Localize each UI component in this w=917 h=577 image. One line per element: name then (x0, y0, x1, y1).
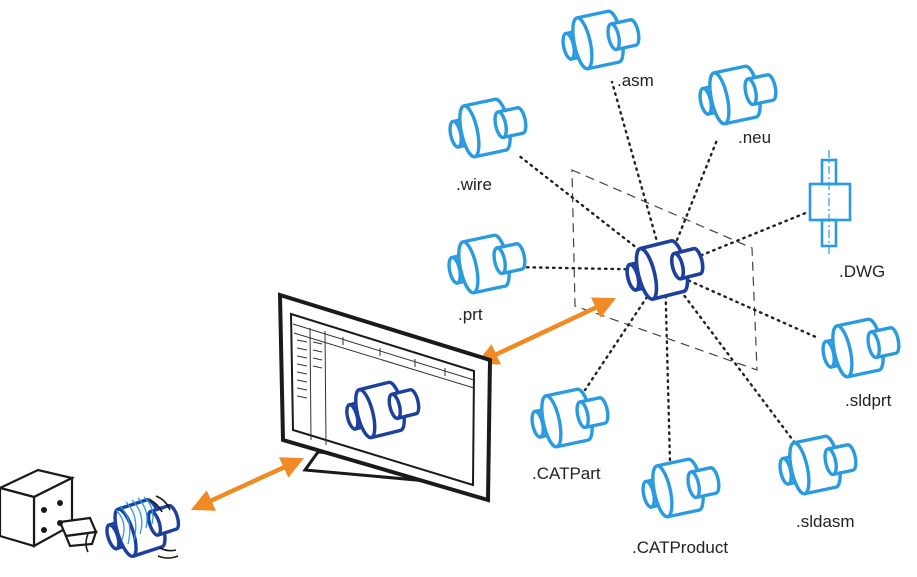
format-prt: .prt (442, 228, 532, 324)
format-label-asm: .asm (617, 71, 654, 90)
monitor-icon (277, 292, 493, 503)
cylinder-part-icon (693, 59, 783, 130)
format-label-catproduct: .CATProduct (632, 538, 728, 557)
cylinder-part-icon (443, 92, 533, 163)
double-arrow-icon (190, 457, 305, 511)
format-catpart: .CATPart (525, 382, 615, 483)
connector-lines (510, 80, 820, 464)
cylinder-part-icon (773, 429, 863, 500)
cad-window (292, 323, 475, 446)
motion-lines (85, 495, 179, 559)
cylinder-part-icon (442, 228, 532, 299)
connector-asm (610, 80, 667, 272)
format-sldprt: .sldprt (816, 312, 906, 410)
format-label-sldasm: .sldasm (796, 512, 855, 531)
cylinder-part-icon (525, 382, 615, 453)
connector-catpart (583, 268, 667, 392)
cylinder-part-icon (636, 452, 726, 523)
format-label-dwg: .DWG (839, 262, 885, 281)
connector-sldprt (663, 268, 820, 340)
drawing-2d-icon (808, 150, 852, 255)
double-arrow-icon (475, 297, 617, 365)
format-sldasm: .sldasm (773, 429, 863, 531)
cylinder-part-icon (816, 312, 906, 383)
projection-plane (571, 169, 758, 371)
vibration-lines (115, 496, 154, 545)
connector-neu (663, 138, 719, 272)
format-label-catpart: .CATPart (532, 464, 601, 483)
format-wire: .wire (443, 92, 533, 194)
connector-wire (516, 153, 667, 272)
format-neu: .neu (693, 59, 783, 147)
format-dwg: .DWG (808, 150, 885, 281)
connector-sldasm (663, 268, 797, 445)
connector-catproduct (663, 268, 672, 464)
format-label-neu: .neu (738, 128, 771, 147)
format-label-sldprt: .sldprt (845, 391, 892, 410)
format-label-wire: .wire (456, 175, 492, 194)
machining-fixture-icon (0, 468, 187, 564)
format-label-prt: .prt (458, 305, 483, 324)
format-asm: .asm (556, 4, 654, 90)
cylinder-part-icon (556, 4, 646, 75)
format-catproduct: .CATProduct (632, 452, 728, 557)
